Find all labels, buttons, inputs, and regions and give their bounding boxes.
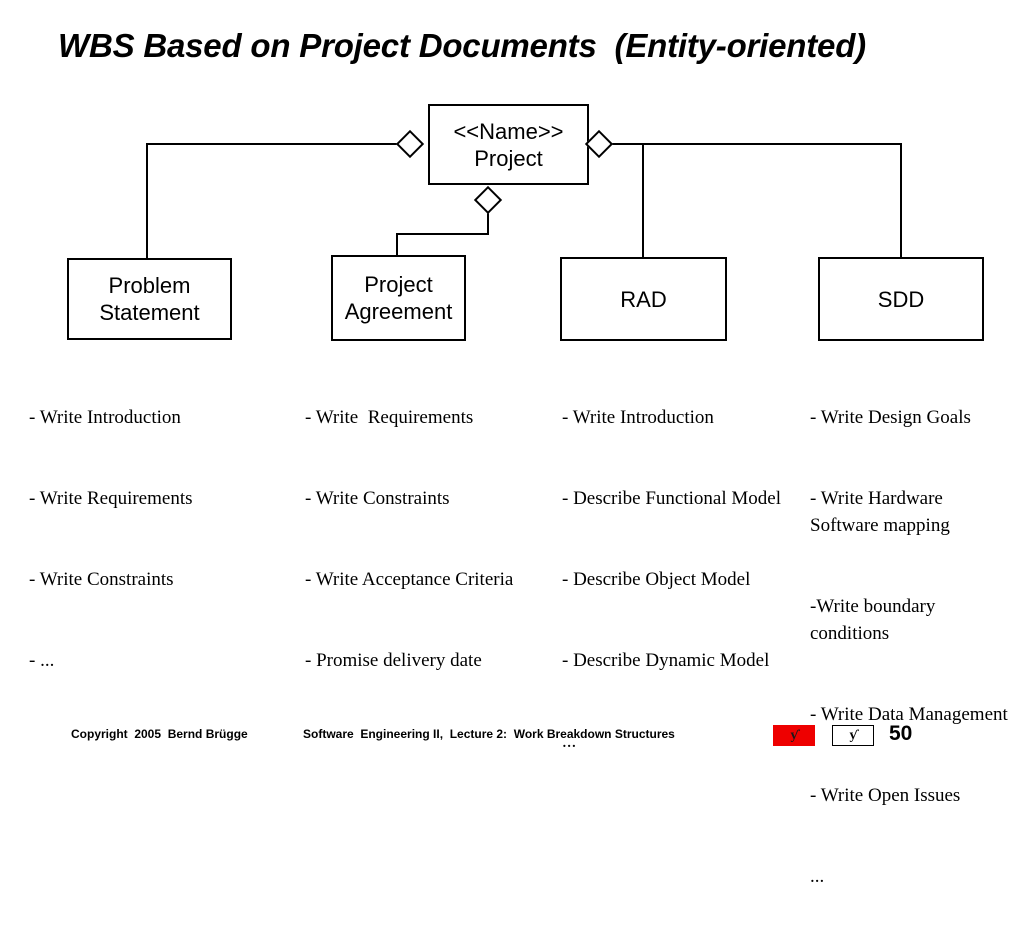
task-item: - Describe Functional Model (562, 488, 781, 509)
task-item: - Write Data Management (810, 704, 1008, 725)
task-item: - Write Constraints (29, 569, 174, 590)
task-item: - ... (29, 650, 55, 671)
aggregation-diamond-right (584, 129, 614, 159)
task-item: ... (810, 866, 825, 887)
task-list-sdd: - Write Design Goals - Write Hardware So… (810, 350, 1015, 944)
wbs-diagram: <<Name>> Project Problem Statement Proje… (29, 104, 1008, 887)
node-project-root[interactable]: <<Name>> Project (428, 104, 589, 185)
page-title: WBS Based on Project Documents (Entity-o… (58, 27, 866, 64)
task-list-project-agreement: - Write Requirements - Write Constraints… (305, 350, 543, 728)
task-item: - Write Requirements (29, 488, 193, 509)
node-sdd-label: SDD (877, 286, 925, 312)
task-item: - Write Introduction (562, 407, 714, 428)
connector-root-to-rad-vertical (642, 143, 644, 260)
task-item: - Promise delivery date (305, 650, 482, 671)
task-item: - Write Acceptance Criteria (305, 569, 514, 590)
task-item: -Write boundary conditions (810, 596, 941, 644)
footer-copyright: Copyright 2005 Bernd Brügge (71, 727, 248, 741)
task-item: - Write Hardware Software mapping (810, 488, 950, 536)
task-item: - Write Open Issues (810, 785, 961, 806)
aggregation-diamond-left (395, 129, 425, 159)
node-project-agreement-label-line2: Agreement (344, 299, 453, 324)
connector-root-to-agreement-vertical (396, 233, 398, 258)
task-item: ... (562, 731, 577, 752)
task-item: - Write Introduction (29, 407, 181, 428)
aggregation-diamond-bottom (473, 185, 503, 215)
slide-footer: Copyright 2005 Bernd Brügge Software Eng… (0, 726, 1024, 756)
footer-course-title: Software Engineering II, Lecture 2: Work… (303, 727, 675, 741)
node-sdd[interactable]: SDD (818, 257, 984, 341)
node-project-agreement-label-line1: Project (364, 272, 433, 297)
connector-root-to-right-horizontal (610, 143, 902, 145)
task-item: - Write Design Goals (810, 407, 971, 428)
node-rad-label: RAD (620, 286, 667, 312)
connector-root-to-problem-horizontal (146, 143, 410, 145)
task-item: - Write Requirements (305, 407, 474, 428)
tum-logo-white-icon: ƴ (832, 725, 874, 746)
task-list-problem-statement: - Write Introduction - Write Requirement… (29, 350, 279, 728)
node-project-root-label-line2: Project (474, 145, 543, 171)
task-item: - Write Constraints (305, 488, 450, 509)
connector-root-to-agreement-horizontal (396, 233, 489, 235)
node-project-agreement[interactable]: Project Agreement (331, 255, 466, 341)
node-problem-statement[interactable]: Problem Statement (67, 258, 232, 340)
tum-logo-red-icon: ƴ (773, 725, 815, 746)
task-item: - Describe Dynamic Model (562, 650, 770, 671)
page-number: 50 (889, 722, 913, 745)
connector-root-to-problem-vertical (146, 143, 148, 260)
task-item: - Describe Object Model (562, 569, 751, 590)
node-problem-statement-label-line2: Statement (99, 300, 200, 325)
connector-root-to-sdd-vertical (900, 143, 902, 260)
node-problem-statement-label-line1: Problem (108, 273, 191, 298)
node-project-root-label-line1: <<Name>> (453, 118, 564, 144)
node-rad[interactable]: RAD (560, 257, 727, 341)
task-list-rad: - Write Introduction - Describe Function… (562, 350, 800, 809)
